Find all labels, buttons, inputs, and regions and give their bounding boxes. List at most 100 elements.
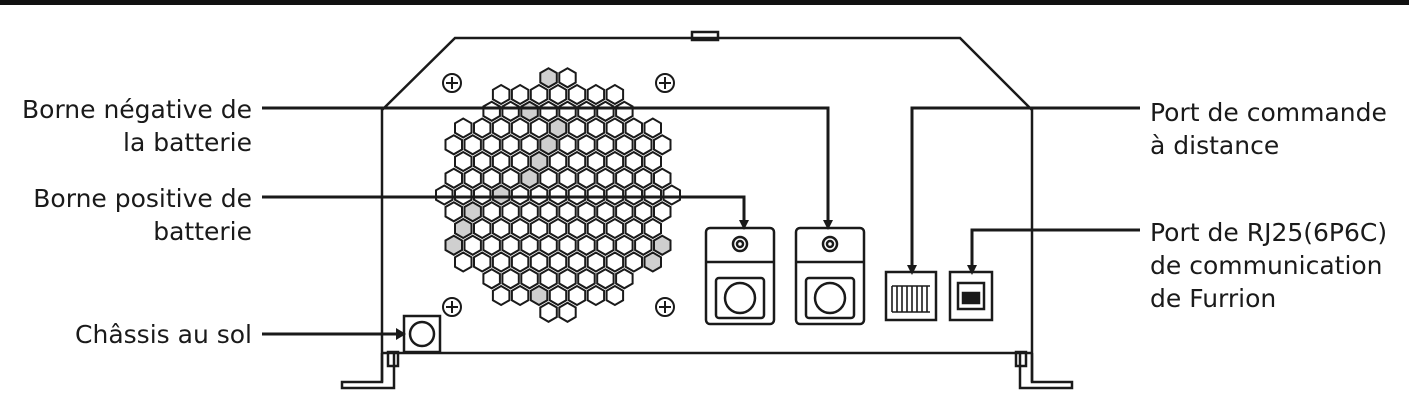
- grille-hole: [596, 201, 615, 223]
- grille-hole: [653, 201, 672, 223]
- grille-hole: [634, 201, 653, 223]
- grille-hole: [529, 83, 549, 106]
- grille-hole: [643, 184, 662, 206]
- grille-hole: [558, 134, 577, 156]
- grille-hole: [567, 83, 587, 106]
- grille-hole: [539, 134, 558, 156]
- grille-hole: [482, 268, 501, 290]
- grille-hole: [558, 268, 577, 290]
- leader-remote-port: [910, 106, 1140, 268]
- housing-outline: [380, 36, 1034, 382]
- grille-hole: [577, 134, 596, 156]
- grille-hole: [463, 167, 482, 189]
- grille-hole: [624, 217, 643, 240]
- grille-hole: [577, 201, 596, 223]
- grille-hole: [605, 184, 625, 206]
- grille-hole: [463, 134, 482, 156]
- grille-hole: [529, 284, 549, 307]
- grille-hole: [520, 234, 539, 256]
- grille-hole: [491, 251, 511, 273]
- grille-hole: [491, 284, 511, 307]
- grille-hole: [520, 100, 539, 122]
- label-battery-positive: Borne positive de batterie: [33, 184, 252, 246]
- leader-battery-negative: [262, 106, 830, 223]
- grille-hole: [491, 117, 511, 139]
- right-mounting-foot: [1018, 353, 1074, 390]
- right-side-screw: [1014, 350, 1028, 368]
- grille-hole: [653, 167, 672, 189]
- grille-hole: [586, 251, 606, 273]
- grille-hole: [605, 251, 625, 273]
- grille-hole: [444, 167, 463, 189]
- grille-hole: [605, 117, 625, 139]
- grille-hole: [510, 184, 530, 206]
- grille-hole: [548, 251, 568, 273]
- battery-negative-terminal: [794, 226, 866, 326]
- grille-hole: [615, 201, 634, 223]
- grille-hole: [586, 117, 606, 139]
- grille-hole: [653, 134, 672, 156]
- grille-hole: [482, 100, 501, 122]
- grille-hole: [586, 83, 606, 106]
- leader-rj25-port: [970, 228, 1140, 268]
- grille-hole: [548, 217, 568, 240]
- leader-battery-positive: [262, 195, 746, 223]
- grille-hole: [567, 284, 587, 307]
- grille-hole: [482, 167, 501, 189]
- grille-hole: [510, 117, 530, 139]
- grille-hole: [491, 217, 511, 240]
- grille-hole: [586, 184, 606, 206]
- left-mounting-foot: [340, 353, 396, 390]
- grille-hole: [501, 234, 520, 256]
- grille-hole: [605, 150, 625, 173]
- top-rule: [0, 0, 1409, 5]
- grille-hole: [615, 134, 634, 156]
- grille-hole: [567, 117, 587, 139]
- grille-hole: [567, 150, 587, 173]
- grille-hole: [548, 117, 568, 139]
- grille-hole: [501, 134, 520, 156]
- fan-grille: [435, 67, 681, 323]
- grille-hole: [605, 83, 625, 106]
- grille-hole: [520, 134, 539, 156]
- grille-hole: [539, 167, 558, 189]
- grille-hole: [643, 217, 662, 240]
- grille-hole: [558, 67, 577, 89]
- grille-hole: [529, 251, 549, 273]
- leader-lines: [262, 106, 1140, 336]
- grille-hole: [615, 167, 634, 189]
- grille-hole: [615, 234, 634, 256]
- grille-hole: [491, 184, 511, 206]
- grille-hole: [558, 234, 577, 256]
- grille-hole: [510, 217, 530, 240]
- grille-hole: [454, 217, 473, 240]
- top-tab: [690, 30, 720, 42]
- grille-hole: [634, 134, 653, 156]
- grille-hole: [596, 134, 615, 156]
- grille-hole: [444, 201, 463, 223]
- grille-hole: [548, 184, 568, 206]
- grille-hole: [520, 167, 539, 189]
- grille-hole: [586, 217, 606, 240]
- grille-hole: [605, 217, 625, 240]
- fan-screws: [442, 73, 675, 317]
- grille-hole: [510, 150, 530, 173]
- grille-hole: [567, 184, 587, 206]
- grille-hole: [501, 167, 520, 189]
- grille-hole: [529, 117, 549, 139]
- grille-hole: [624, 150, 643, 173]
- label-battery-negative: Borne négative de la batterie: [22, 95, 252, 157]
- grille-hole: [473, 217, 492, 240]
- grille-hole: [539, 100, 558, 122]
- grille-hole: [615, 100, 634, 122]
- grille-hole: [482, 201, 501, 223]
- grille-hole: [634, 167, 653, 189]
- grille-hole: [539, 201, 558, 223]
- grille-hole: [624, 184, 643, 206]
- grille-hole: [539, 234, 558, 256]
- grille-hole: [539, 67, 558, 89]
- grille-hole: [548, 284, 568, 307]
- grille-hole: [596, 234, 615, 256]
- grille-hole: [463, 234, 482, 256]
